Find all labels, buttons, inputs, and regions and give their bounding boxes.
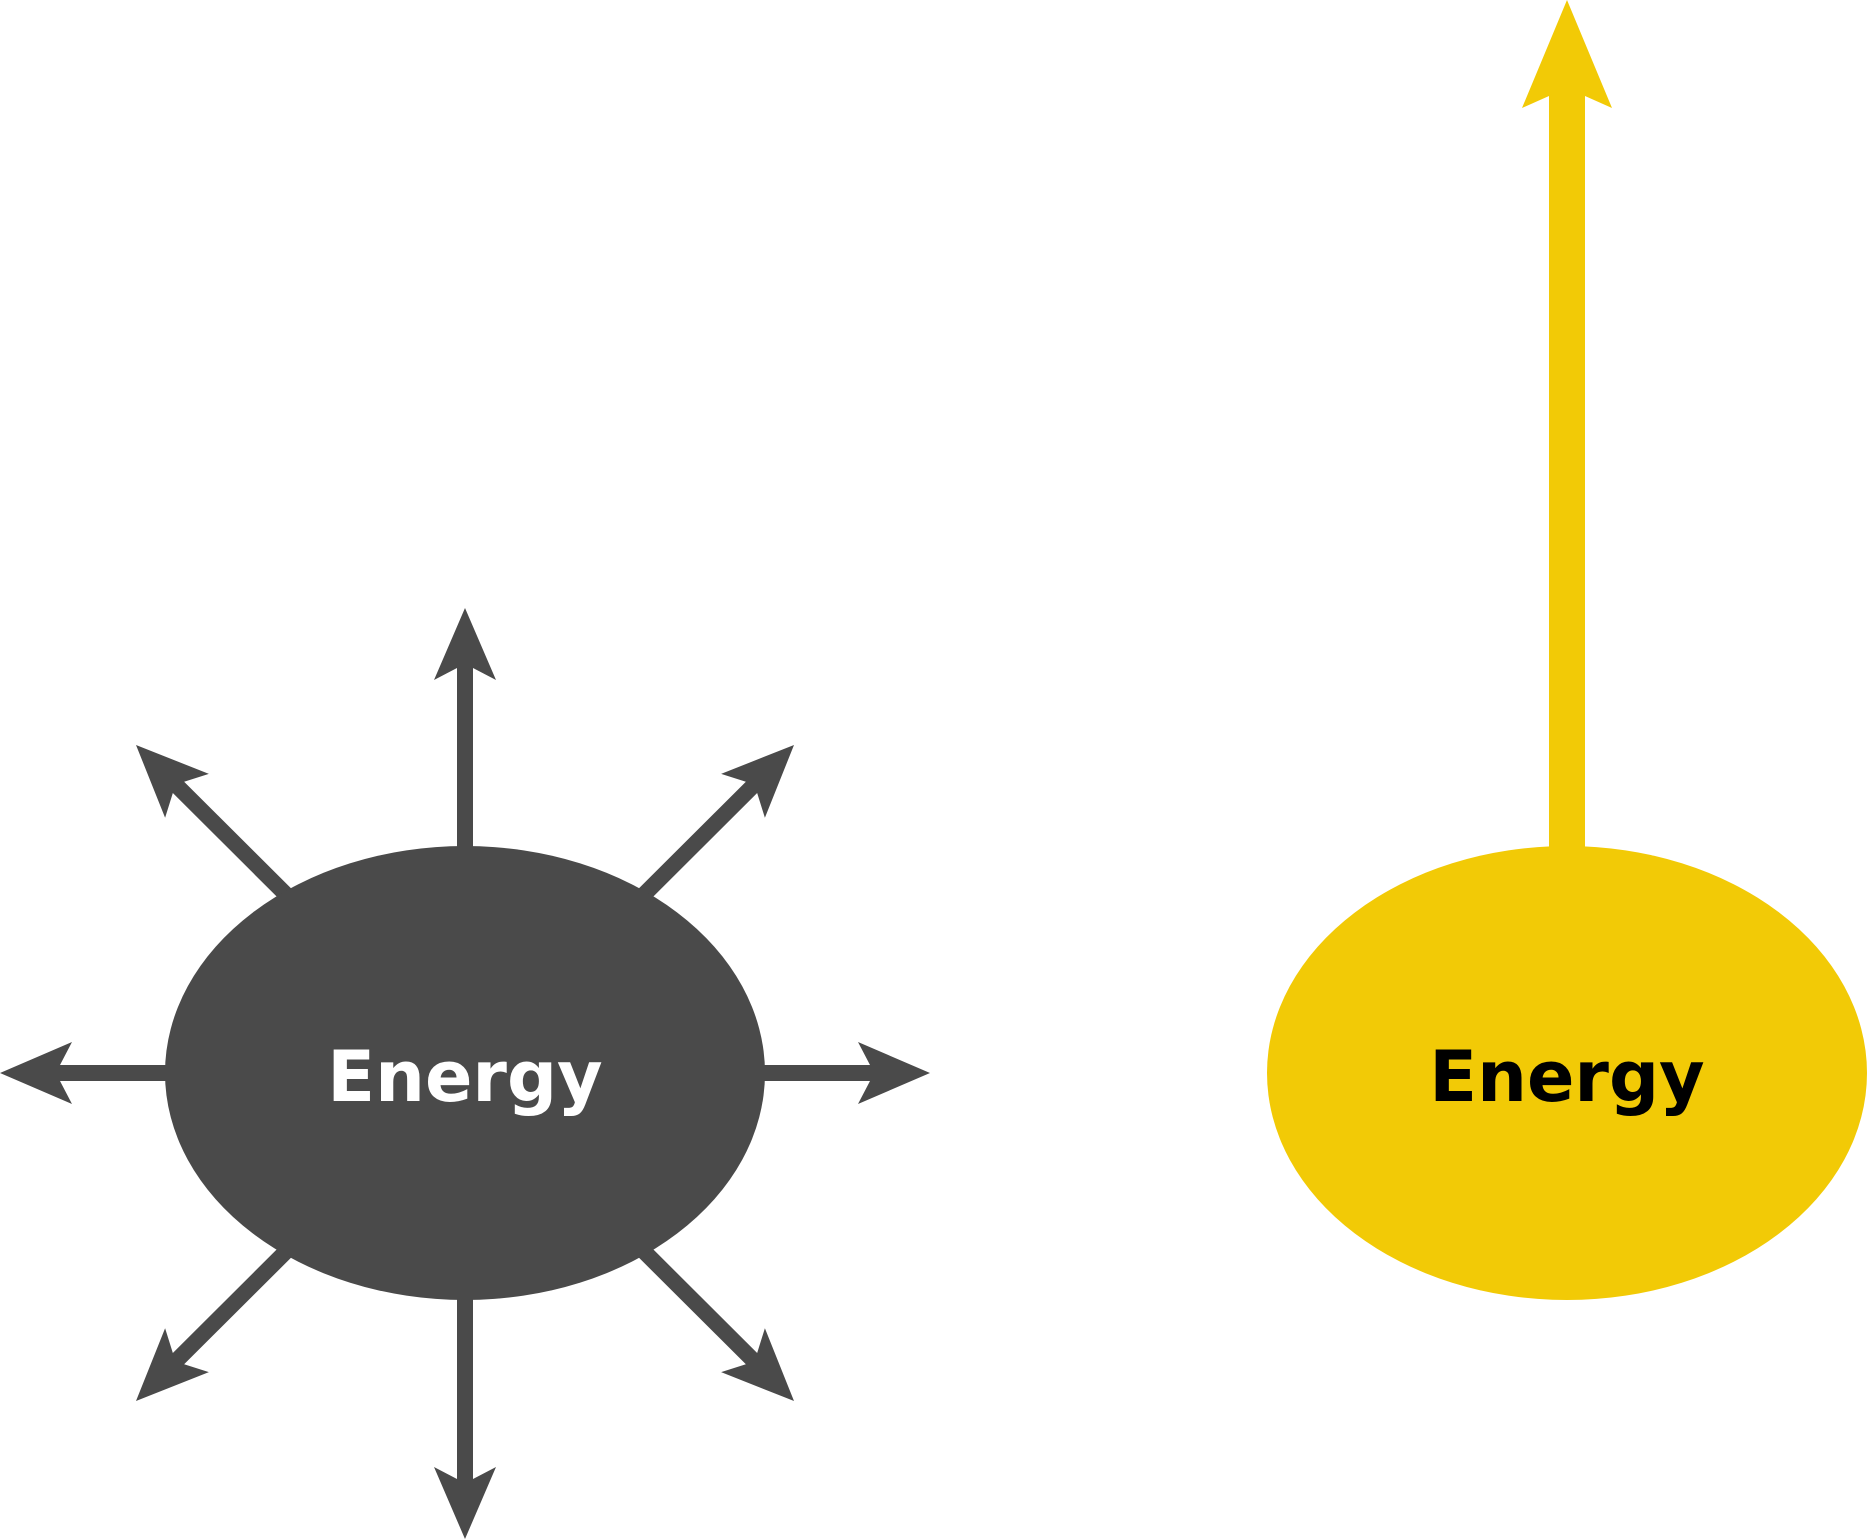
arrow-up-focused-icon	[1522, 0, 1612, 1073]
focused-energy-ellipse	[1267, 846, 1867, 1300]
arrow-up-icon	[434, 608, 496, 1073]
focused-energy-group	[1267, 0, 1867, 1300]
arrow-down-icon	[434, 1073, 496, 1539]
dispersed-energy-ellipse	[165, 846, 765, 1300]
left-energy-label: Energy	[327, 1036, 602, 1118]
right-energy-label: Energy	[1429, 1036, 1704, 1118]
dispersed-energy-group	[0, 608, 930, 1539]
